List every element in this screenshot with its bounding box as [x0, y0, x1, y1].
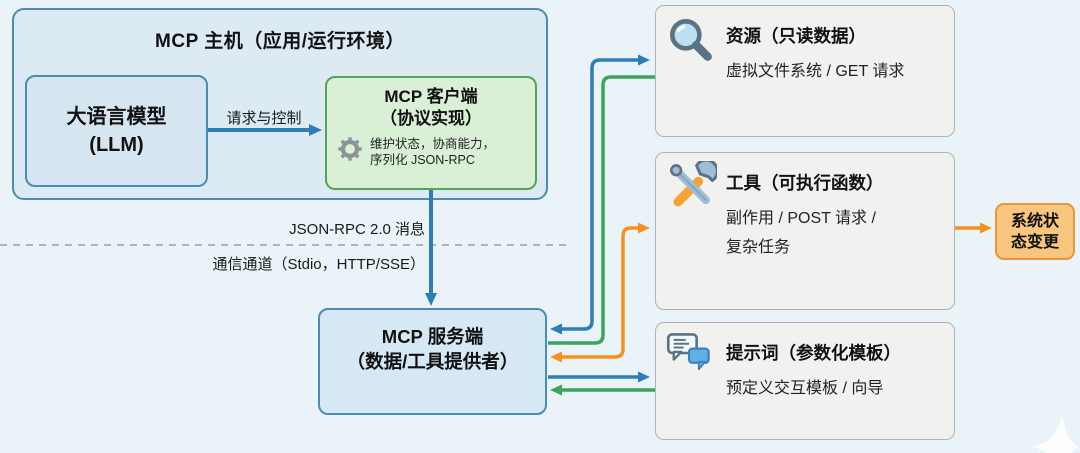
- arrow-server-to-prompts-blue: [548, 371, 650, 383]
- prompts-title: 提示词（参数化模板）: [726, 343, 901, 363]
- arrow-server-resources-blue: [550, 54, 650, 335]
- state-change-line1: 系统状: [1010, 212, 1059, 230]
- arrow-server-tools-orange: [550, 222, 650, 363]
- tools-subtitle-line1: 副作用 / POST 请求 /: [726, 210, 876, 227]
- mcp-host-title: MCP 主机（应用/运行环境）: [155, 31, 405, 52]
- tools-icon: [665, 158, 719, 218]
- line-resources-to-server-green: [548, 75, 655, 345]
- system-state-change-box: 系统状 态变更: [995, 203, 1075, 260]
- arrow-client-to-server: [425, 190, 437, 306]
- arrow-prompts-to-server-green: [550, 384, 655, 396]
- tools-subtitle-line2: 复杂任务: [726, 239, 791, 256]
- magnifier-icon: [665, 14, 715, 69]
- tools-title: 工具（可执行函数）: [726, 173, 884, 193]
- gear-icon: [336, 135, 364, 168]
- resources-title: 资源（只读数据）: [726, 26, 866, 46]
- mcp-client-box: MCP 客户端 （协议实现） 维护状态，协商能力， 序列化 JSON-RPC: [325, 76, 537, 190]
- client-note-line2: 序列化 JSON-RPC: [370, 152, 475, 167]
- sparkle-icon: [1030, 413, 1080, 453]
- tools-box: 工具（可执行函数） 副作用 / POST 请求 / 复杂任务: [655, 152, 955, 310]
- resources-subtitle: 虚拟文件系统 / GET 请求: [726, 63, 905, 80]
- request-control-label: 请求与控制: [226, 110, 302, 127]
- mcp-client-subtitle: （协议实现）: [380, 109, 482, 128]
- arrow-tools-to-state-orange: [955, 222, 992, 234]
- state-change-line2: 态变更: [1010, 233, 1059, 251]
- mcp-server-subtitle: （数据/工具提供者）: [346, 351, 519, 372]
- llm-label-line1: 大语言模型: [66, 106, 167, 128]
- llm-box: 大语言模型 (LLM): [25, 75, 208, 187]
- chat-bubbles-icon: [665, 331, 713, 380]
- mcp-client-title: MCP 客户端: [384, 87, 478, 106]
- mcp-server-title: MCP 服务端: [381, 326, 484, 347]
- jsonrpc-message-label: JSON-RPC 2.0 消息: [289, 221, 425, 238]
- client-note-line1: 维护状态，协商能力，: [370, 136, 496, 151]
- prompts-box: 提示词（参数化模板） 预定义交互模板 / 向导: [655, 322, 955, 440]
- channel-label: 通信通道（Stdio，HTTP/SSE）: [212, 256, 425, 273]
- llm-label-line2: (LLM): [89, 134, 144, 156]
- prompts-subtitle: 预定义交互模板 / 向导: [726, 380, 884, 397]
- resources-box: 资源（只读数据） 虚拟文件系统 / GET 请求: [655, 5, 955, 137]
- mcp-server-box: MCP 服务端 （数据/工具提供者）: [318, 308, 547, 415]
